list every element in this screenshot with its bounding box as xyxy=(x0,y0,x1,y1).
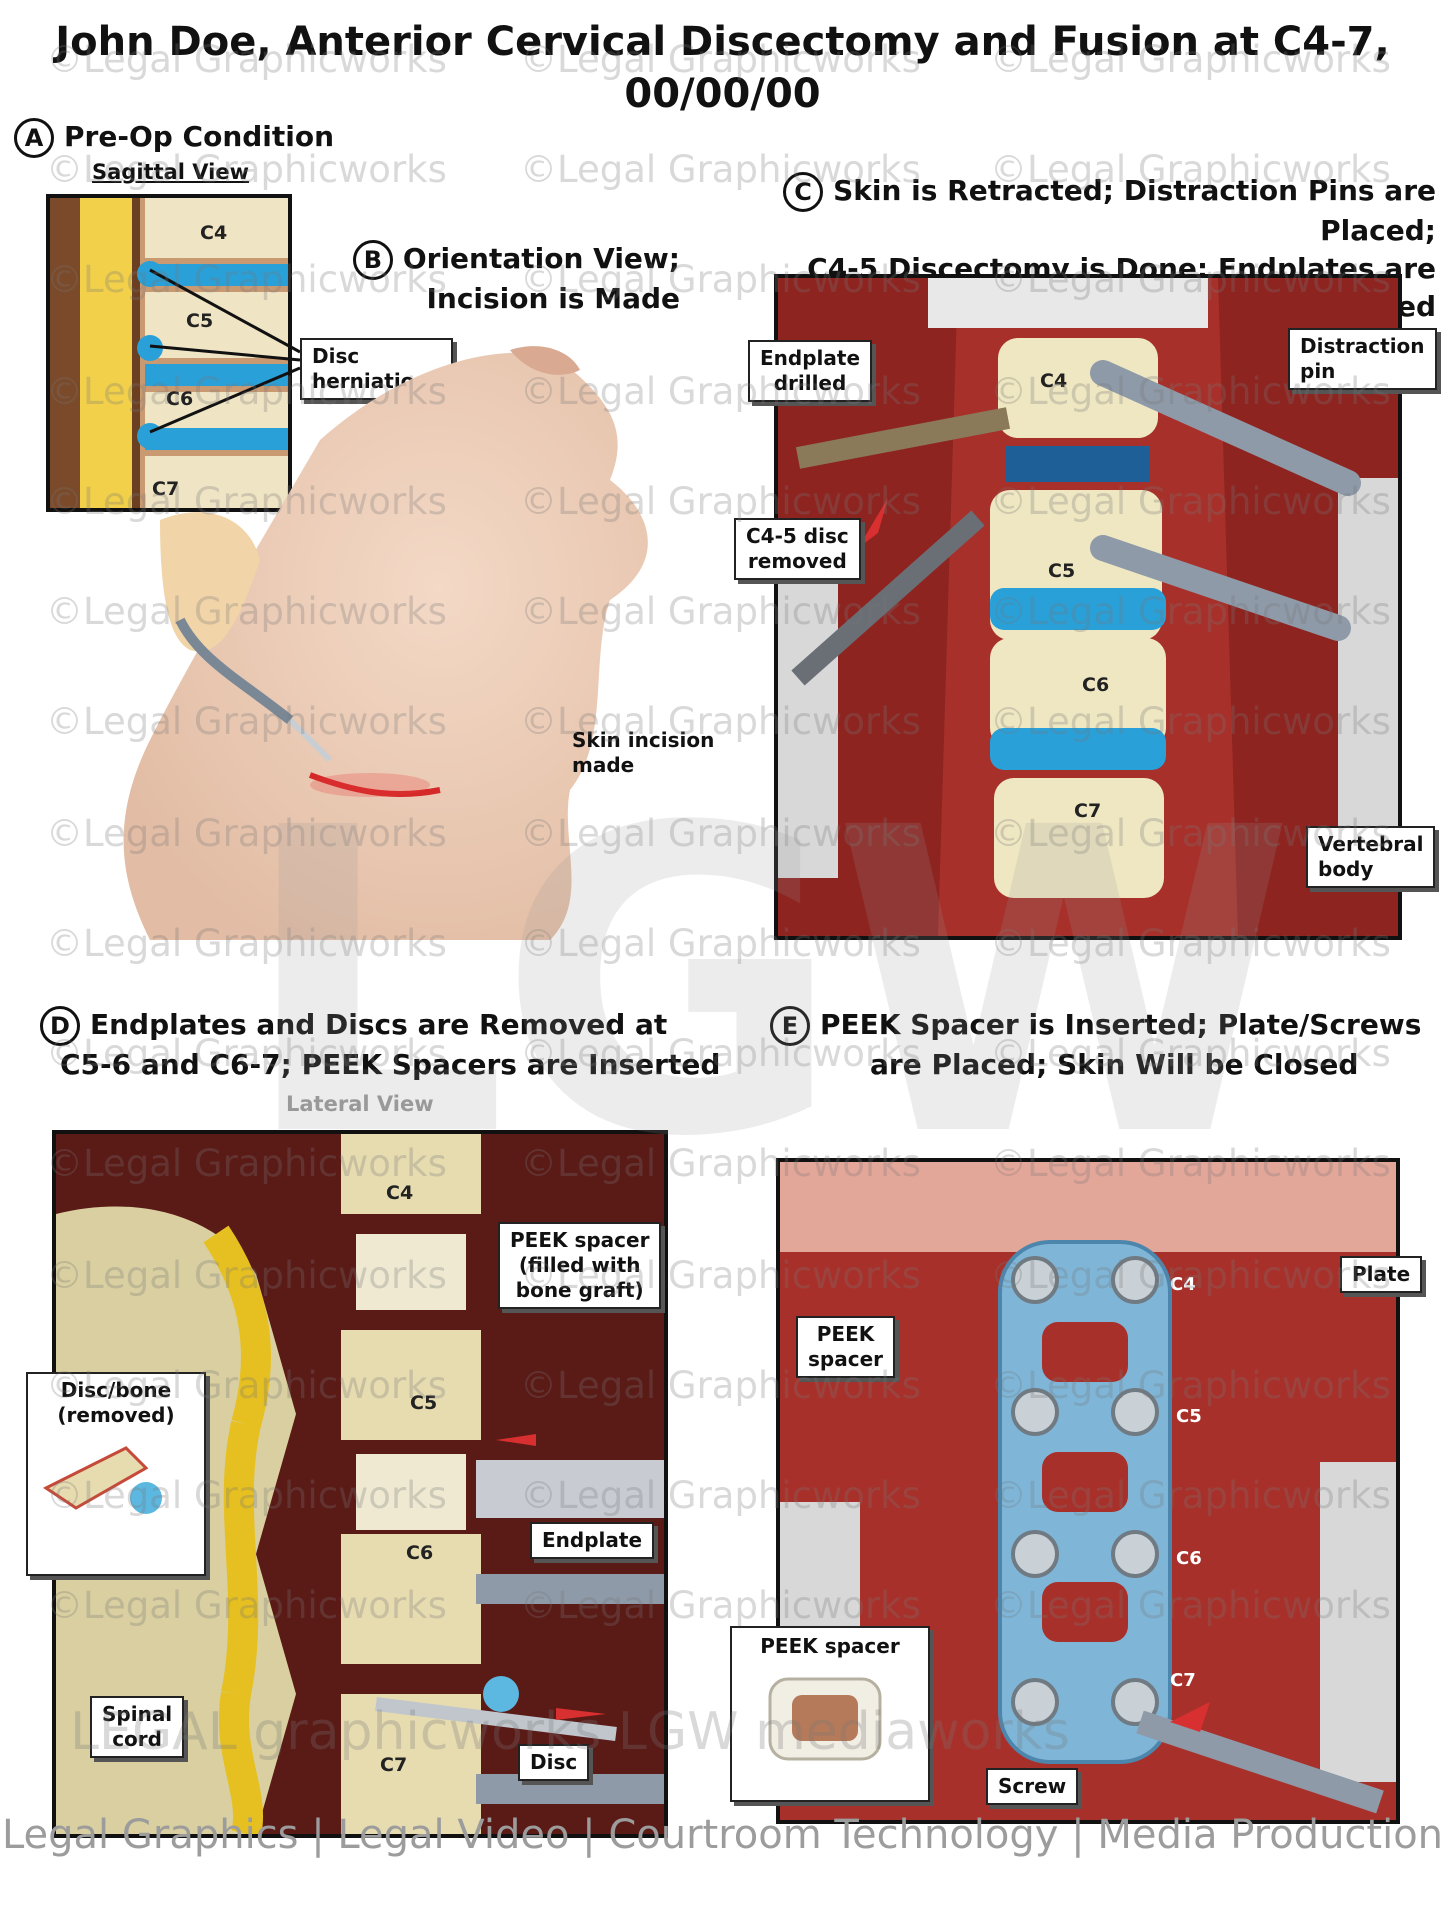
section-b-heading: B Orientation View; Incision is Made xyxy=(330,240,680,318)
disc-bone-removed-line1: Disc/bone xyxy=(60,1378,172,1402)
disc-bone-removed-inset: Disc/bone (removed) xyxy=(26,1372,206,1576)
d-c5-label: C5 xyxy=(410,1392,438,1414)
endplate-drilled-line1: Endplate xyxy=(760,346,861,370)
c-c6-label: C6 xyxy=(1082,674,1110,696)
section-b-title-line2: Incision is Made xyxy=(426,282,680,315)
peek-spacer-filled-line1: PEEK spacer xyxy=(510,1228,650,1252)
section-b-title-line1: Orientation View; xyxy=(402,242,680,275)
d-c7-label: C7 xyxy=(380,1754,408,1776)
discectomy-illustration xyxy=(778,278,1398,936)
lateral-view-subheading: Lateral View xyxy=(286,1092,434,1116)
e-c5-label: C5 xyxy=(1176,1406,1202,1427)
sagittal-view-subheading: Sagittal View xyxy=(92,160,250,184)
c45-disc-removed-label: C4-5 disc removed xyxy=(734,518,861,580)
endplate-drilled-line2: drilled xyxy=(773,371,847,395)
distraction-pin-label: Distraction pin xyxy=(1288,328,1437,390)
skin-incision-line1: Skin incision xyxy=(572,728,715,752)
section-c-title-line1: Skin is Retracted; Distraction Pins are … xyxy=(833,174,1436,247)
c-c5-label: C5 xyxy=(1048,560,1076,582)
sagittal-c6-label: C6 xyxy=(166,388,194,410)
sagittal-c5-label: C5 xyxy=(186,310,214,332)
distraction-pin-line2: pin xyxy=(1300,359,1336,383)
peek-spacer-inset: PEEK spacer xyxy=(730,1626,930,1802)
disc-label: Disc xyxy=(518,1744,590,1781)
neck-orientation-illustration xyxy=(123,346,648,940)
section-d-title-line2: C5-6 and C6-7; PEEK Spacers are Inserted xyxy=(60,1048,721,1081)
disc-bone-removed-line2: (removed) xyxy=(57,1403,175,1427)
section-a-title: Pre-Op Condition xyxy=(64,120,335,153)
section-d-badge: D xyxy=(40,1006,80,1046)
peek-spacer-filled-label: PEEK spacer (filled with bone graft) xyxy=(498,1222,662,1309)
section-d-heading: D Endplates and Discs are Removed at C5-6… xyxy=(40,1006,720,1084)
vertebral-body-line1: Vertebral xyxy=(1318,832,1424,856)
e-c6-label: C6 xyxy=(1176,1548,1202,1569)
c45-disc-removed-line1: C4-5 disc xyxy=(746,524,849,548)
distraction-pin-line1: Distraction xyxy=(1300,334,1425,358)
vertebral-body-line2: body xyxy=(1318,857,1374,881)
peek-spacer-filled-line3: bone graft) xyxy=(515,1278,644,1302)
peek-spacer-illustration xyxy=(768,1677,882,1761)
c-c4-label: C4 xyxy=(1040,370,1068,392)
section-c-badge: C xyxy=(783,172,824,212)
title-line2: 00/00/00 xyxy=(624,71,821,117)
section-b-badge: B xyxy=(352,240,393,280)
d-c6-label: C6 xyxy=(406,1542,434,1564)
spinal-cord-line2: cord xyxy=(112,1727,162,1751)
title-line1: John Doe, Anterior Cervical Discectomy a… xyxy=(55,19,1390,65)
spinal-cord-label: Spinal cord xyxy=(90,1696,185,1758)
sagittal-c7-label: C7 xyxy=(152,478,180,500)
d-c4-label: C4 xyxy=(386,1182,414,1204)
section-e-heading: E PEEK Spacer is Inserted; Plate/Screws a… xyxy=(770,1006,1421,1084)
peek-spacer-e-line2: spacer xyxy=(808,1347,883,1371)
peek-spacer-e-line1: PEEK xyxy=(816,1322,875,1346)
discectomy-panel: C4 C5 C6 C7 xyxy=(774,274,1402,940)
screw-label: Screw xyxy=(986,1768,1079,1805)
c-c7-label: C7 xyxy=(1074,800,1102,822)
sagittal-view-panel: C4 C5 C6 C7 xyxy=(46,194,292,512)
footer: Legal Graphics | Legal Video | Courtroom… xyxy=(1,1812,1444,1858)
spinal-cord-line1: Spinal xyxy=(102,1702,173,1726)
skin-incision-label: Skin incision made xyxy=(572,728,714,778)
vertebral-body-label: Vertebral body xyxy=(1306,826,1436,888)
endplate-drilled-label: Endplate drilled xyxy=(748,340,873,402)
section-e-title-line1: PEEK Spacer is Inserted; Plate/Screws xyxy=(820,1008,1422,1041)
page-title: John Doe, Anterior Cervical Discectomy a… xyxy=(0,16,1445,120)
section-e-title-line2: are Placed; Skin Will be Closed xyxy=(870,1048,1359,1081)
section-e-badge: E xyxy=(770,1006,810,1046)
e-c4-label: C4 xyxy=(1170,1274,1196,1295)
sagittal-c4-label: C4 xyxy=(200,222,228,244)
peek-spacer-e-label: PEEK spacer xyxy=(796,1316,895,1378)
plate-label: Plate xyxy=(1340,1256,1423,1293)
e-c7-label: C7 xyxy=(1170,1670,1196,1691)
endplate-label: Endplate xyxy=(530,1522,655,1559)
peek-spacer-inset-title: PEEK spacer xyxy=(760,1634,900,1658)
peek-spacer-filled-line2: (filled with xyxy=(518,1253,641,1277)
section-a-heading: A Pre-Op Condition xyxy=(14,118,334,158)
disc-herniations-line1: Disc xyxy=(312,344,360,368)
c45-disc-removed-line2: removed xyxy=(747,549,847,573)
sagittal-spine-illustration xyxy=(50,198,288,508)
removed-disc-bone-illustration xyxy=(43,1446,162,1514)
section-d-title-line1: Endplates and Discs are Removed at xyxy=(90,1008,668,1041)
section-a-badge: A xyxy=(14,118,54,158)
skin-incision-line2: made xyxy=(572,753,635,777)
